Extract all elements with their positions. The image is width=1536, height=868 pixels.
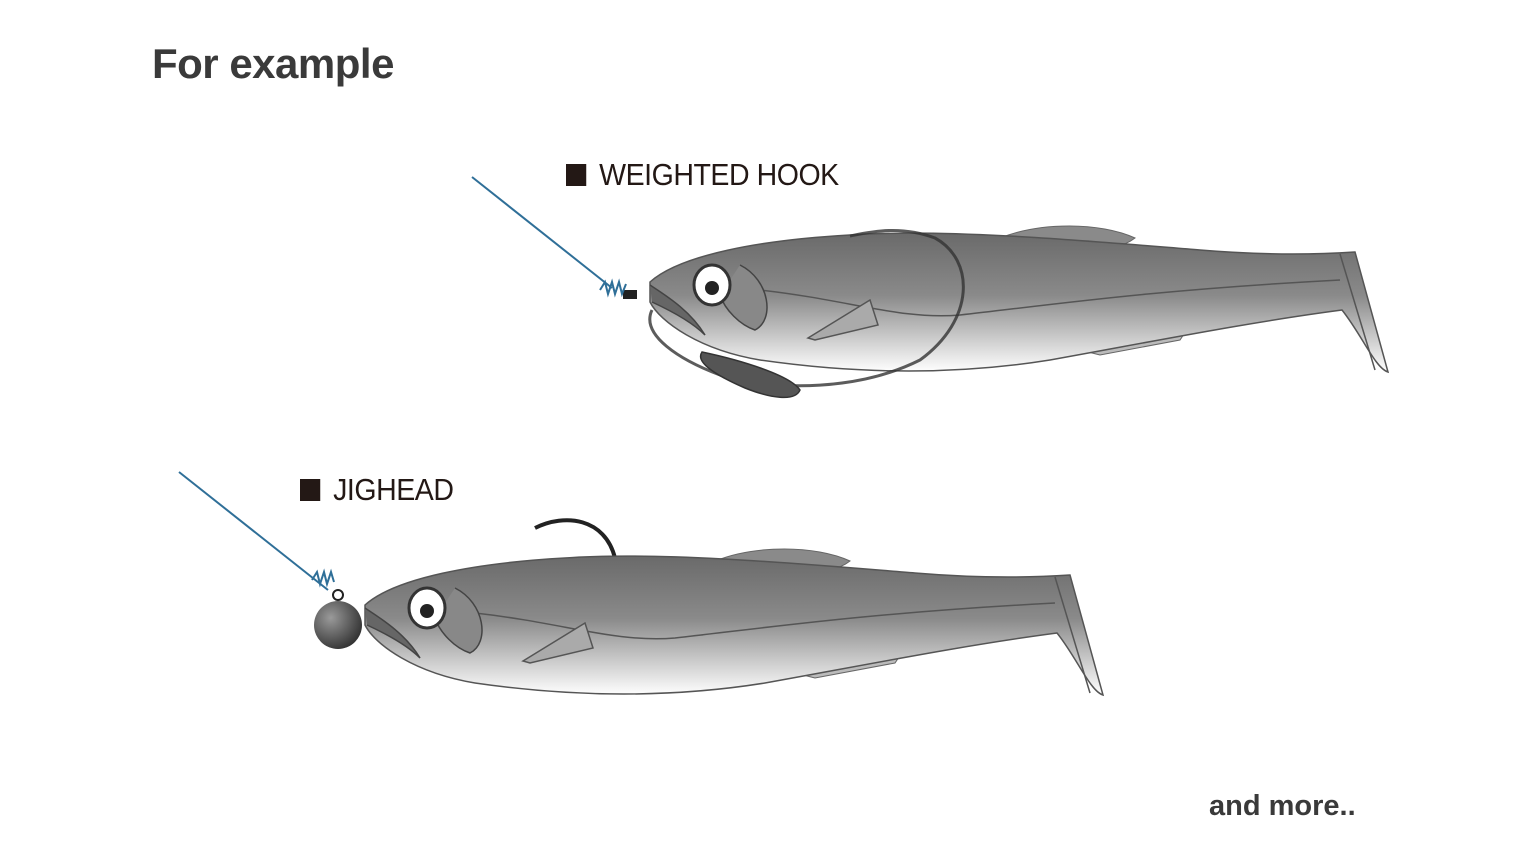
jighead-weight (314, 601, 362, 649)
fishing-line (178, 471, 329, 591)
black-square-bullet-icon (566, 164, 587, 186)
line-knot (311, 568, 335, 588)
line-knot (599, 278, 627, 298)
fishing-line (471, 176, 613, 289)
jighead-fish (363, 518, 1105, 697)
weighted-hook-fish (623, 224, 1390, 399)
black-square-bullet-icon (300, 479, 321, 501)
page-title: For example (152, 40, 394, 87)
label-text: JIGHEAD (333, 472, 454, 507)
jighead-label: JIGHEAD (300, 472, 454, 508)
weighted-hook-label: WEIGHTED HOOK (566, 157, 839, 193)
and-more-text: and more.. (1209, 790, 1356, 822)
label-text: WEIGHTED HOOK (599, 157, 839, 192)
